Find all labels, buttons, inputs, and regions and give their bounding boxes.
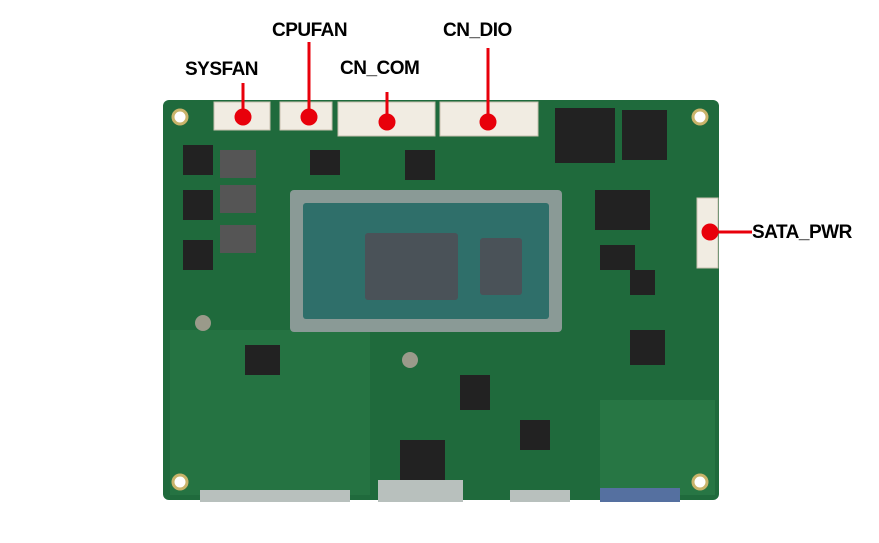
sysfan-marker xyxy=(234,108,252,126)
cn-com-label: CN_COM xyxy=(340,58,420,79)
cn-dio-label: CN_DIO xyxy=(443,20,512,41)
callout-markers xyxy=(234,42,752,241)
cpufan-marker xyxy=(300,108,318,126)
cpufan-label: CPUFAN xyxy=(272,20,348,41)
mounting-holes xyxy=(171,108,709,491)
chips xyxy=(183,108,667,490)
sata-pwr-label: SATA_PWR xyxy=(752,222,852,243)
board xyxy=(163,100,719,502)
bottom-connectors xyxy=(200,480,680,502)
sysfan-label: SYSFAN xyxy=(185,59,259,80)
cpu-package xyxy=(290,190,562,332)
cn-dio-marker xyxy=(479,113,497,131)
cn-com-marker xyxy=(378,113,396,131)
sata-pwr-marker xyxy=(701,223,719,241)
